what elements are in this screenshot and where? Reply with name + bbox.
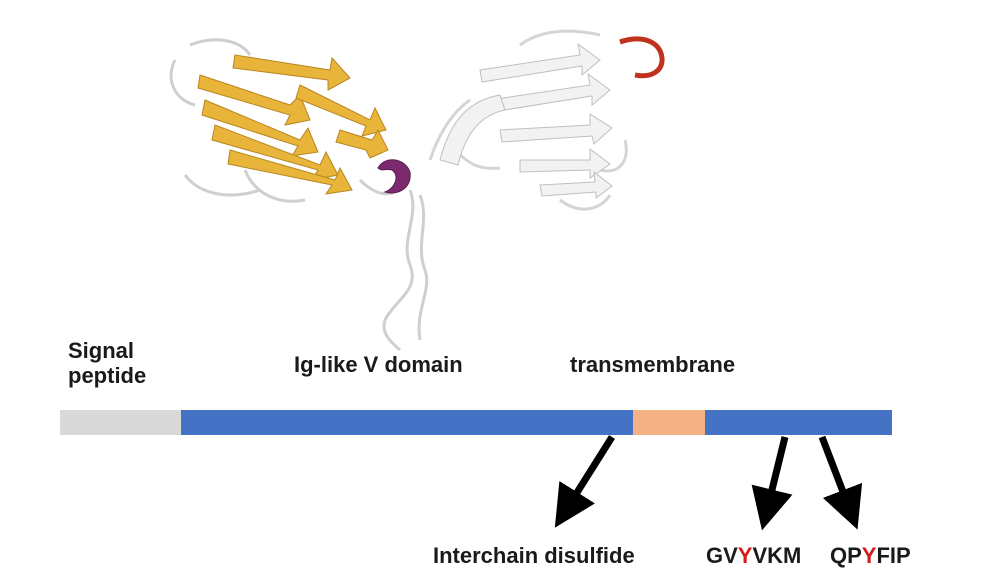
signal-peptide-label: Signal peptide: [68, 338, 146, 389]
motif1-arrow: [751, 436, 793, 531]
motif2-label: QPYFIP: [830, 543, 911, 568]
disulfide-arrow: [554, 435, 615, 528]
signal-peptide-segment: [60, 410, 181, 435]
cytoplasmic-segment: [705, 410, 892, 435]
motif1-label: GVYVKM: [706, 543, 801, 568]
signal-label-line1: Signal: [68, 338, 135, 363]
transmembrane-segment: [633, 410, 705, 435]
ig-domain-label: Ig-like V domain: [294, 352, 463, 377]
transmembrane-label: transmembrane: [570, 352, 736, 377]
ig-domain-segment: [181, 410, 633, 435]
signal-label-line2: peptide: [68, 363, 147, 389]
motif1-tyrosine: Y: [737, 543, 753, 568]
motif2-post: FIP: [876, 543, 911, 568]
motif1-post: VKM: [752, 543, 802, 568]
motif2-tyrosine: Y: [861, 543, 877, 568]
motif2-pre: QP: [830, 543, 862, 568]
disulfide-label: Interchain disulfide: [433, 543, 635, 568]
motif1-pre: GV: [706, 543, 738, 568]
motif2-arrow: [818, 435, 863, 530]
